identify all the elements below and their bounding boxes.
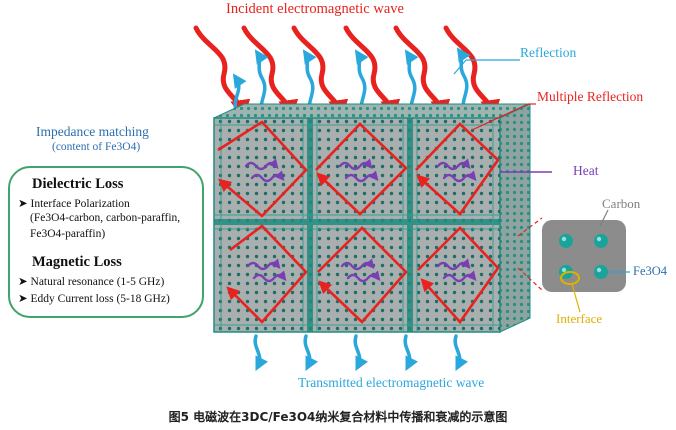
arrow-bullet-icon: ➤ [18, 293, 31, 305]
interface-leader [571, 283, 581, 313]
zoom-inset [542, 220, 626, 292]
fe3o4-particles [559, 234, 608, 279]
incident-wave-arrows [193, 25, 501, 120]
multiple-reflection-leader [471, 103, 529, 131]
impedance-sub-label: (content of Fe3O4) [52, 141, 141, 153]
reflection-wave-arrows [232, 47, 471, 116]
dielectric-loss-title: Dielectric Loss [32, 176, 124, 192]
interface-ring [560, 271, 580, 285]
arrow-bullet-icon: ➤ [18, 198, 31, 210]
incident-wave-label: Incident electromagnetic wave [226, 1, 404, 17]
figure-caption: 图5 电磁波在3DC/Fe3O4纳米复合材料中传播和衰减的示意图 [168, 410, 508, 424]
transmitted-wave-label: Transmitted electromagnetic wave [298, 375, 485, 390]
reflection-label: Reflection [520, 45, 577, 60]
carbon-leader [599, 209, 609, 227]
multiple-reflection-arrows [217, 120, 500, 325]
loss-mechanism-box: Dielectric Loss ➤ Interface Polarization… [8, 166, 204, 318]
heat-arrows [244, 158, 477, 283]
dielectric-line-1: ➤ Interface Polarization [18, 198, 130, 210]
transmitted-wave-arrows [253, 334, 469, 372]
interface-label: Interface [556, 311, 603, 326]
magnetic-line-1: ➤ Natural resonance (1-5 GHz) [18, 276, 165, 288]
dielectric-line-2: (Fe3O4-carbon, carbon-paraffin, [30, 212, 181, 224]
zoom-dashed-lines [517, 217, 543, 291]
cube-cell-walls [214, 118, 500, 332]
multiple-reflection-label: Multiple Reflection [537, 89, 644, 104]
arrow-bullet-icon: ➤ [18, 276, 31, 288]
magnetic-line-2: ➤ Eddy Current loss (5-18 GHz) [18, 293, 170, 305]
carbon-label: Carbon [602, 196, 641, 211]
heat-label: Heat [573, 163, 599, 178]
dielectric-line-3: Fe3O4-paraffin) [30, 228, 106, 240]
magnetic-loss-title: Magnetic Loss [32, 254, 122, 270]
impedance-matching-label: Impedance matching [36, 124, 149, 139]
fe3o4-label: Fe3O4 [633, 264, 668, 278]
